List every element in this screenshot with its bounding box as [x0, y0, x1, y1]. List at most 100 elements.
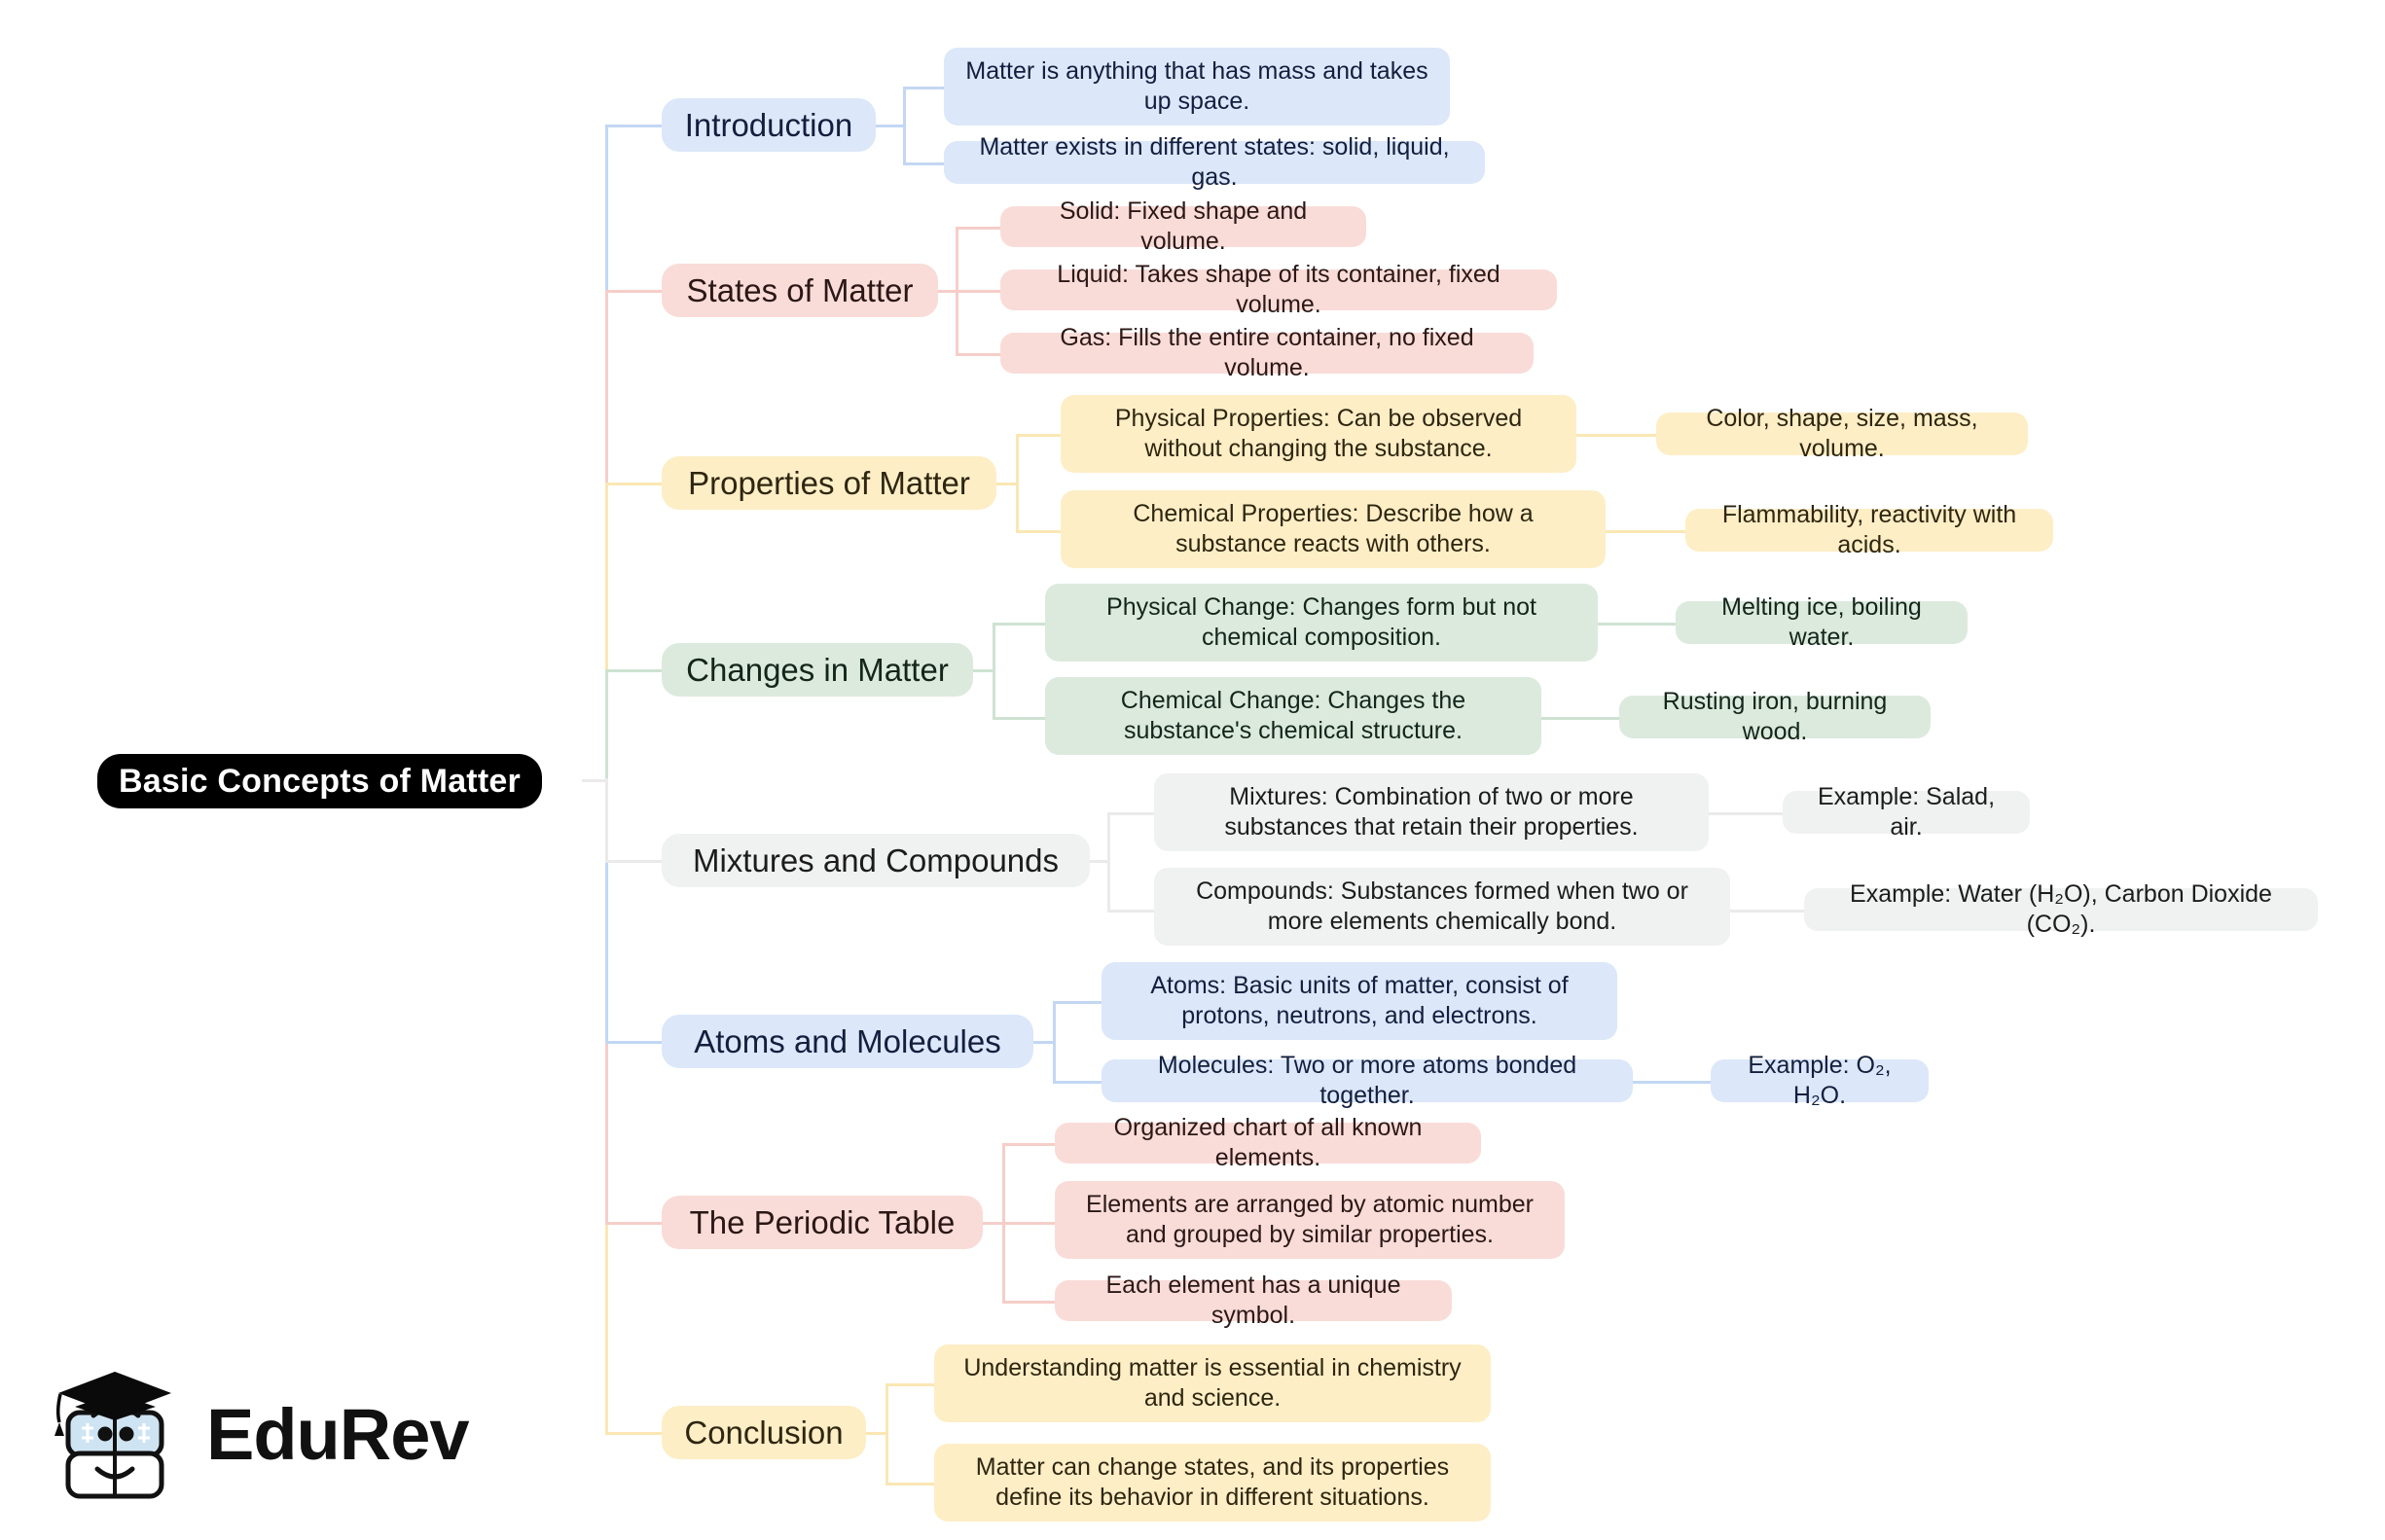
connector-to-changes	[605, 669, 664, 672]
leaf-node[interactable]: Understanding matter is essential in che…	[934, 1344, 1491, 1422]
connector-conclusion-child-2	[885, 1483, 936, 1486]
connector-atoms-out	[1031, 1041, 1055, 1044]
leaf-node[interactable]: Matter is anything that has mass and tak…	[944, 48, 1450, 125]
connector-root-stub	[582, 779, 607, 782]
leaf-label: Matter exists in different states: solid…	[979, 132, 1450, 191]
leaf-node[interactable]: Matter exists in different states: solid…	[944, 133, 1485, 191]
branch-node-introduction[interactable]: Introduction	[662, 98, 876, 152]
branch-node-atoms-and-molecules[interactable]: Atoms and Molecules	[662, 1015, 1033, 1068]
trunk-segment-periodic	[605, 1041, 608, 1224]
leaf-label: Solid: Fixed shape and volume.	[1059, 197, 1308, 255]
connector-periodic-child-3	[1002, 1301, 1057, 1304]
trunk-segment-introduction	[605, 125, 608, 292]
connector-props-gc-1	[1574, 434, 1658, 437]
trunk-segment-changes	[605, 669, 608, 780]
leaf-node[interactable]: Color, shape, size, mass, volume.	[1656, 405, 2028, 462]
connector-atoms-child-2	[1053, 1081, 1103, 1084]
leaf-node[interactable]: Solid: Fixed shape and volume.	[1000, 197, 1366, 255]
leaf-node[interactable]: Physical Properties: Can be observed wit…	[1061, 395, 1576, 473]
branch-node-mixtures-and-compounds[interactable]: Mixtures and Compounds	[662, 834, 1090, 887]
leaf-label: Atoms: Basic units of matter, consist of…	[1150, 971, 1569, 1029]
connector-atoms-child-1	[1053, 1001, 1103, 1004]
connector-atoms-spine	[1053, 1001, 1056, 1083]
connector-to-periodic	[605, 1222, 664, 1225]
leaf-node[interactable]: Physical Change: Changes form but not ch…	[1045, 584, 1598, 662]
connector-to-introduction	[605, 125, 664, 127]
connector-changes-gc-2	[1539, 717, 1621, 720]
leaf-node[interactable]: Flammability, reactivity with acids.	[1685, 501, 2053, 558]
connector-conclusion-spine	[885, 1383, 888, 1485]
connector-atoms-gc-1	[1631, 1081, 1713, 1084]
leaf-node[interactable]: Gas: Fills the entire container, no fixe…	[1000, 324, 1534, 381]
branch-label: Mixtures and Compounds	[692, 842, 1060, 878]
root-node[interactable]: Basic Concepts of Matter	[97, 754, 542, 808]
leaf-node[interactable]: Each element has a unique symbol.	[1055, 1271, 1452, 1329]
leaf-label: Chemical Properties: Describe how a subs…	[1133, 499, 1534, 557]
leaf-label: Each element has a unique symbol.	[1105, 1271, 1401, 1329]
leaf-node[interactable]: Mixtures: Combination of two or more sub…	[1154, 773, 1709, 851]
connector-conclusion-child-1	[885, 1383, 936, 1386]
leaf-label: Color, shape, size, mass, volume.	[1706, 404, 1978, 462]
leaf-label: Physical Properties: Can be observed wit…	[1114, 404, 1523, 462]
trunk-segment-properties	[605, 483, 608, 671]
leaf-node[interactable]: Organized chart of all known elements.	[1055, 1114, 1481, 1171]
branch-label: States of Matter	[686, 271, 914, 308]
leaf-node[interactable]: Example: Salad, air.	[1783, 783, 2030, 841]
connector-periodic-out	[981, 1222, 1004, 1225]
leaf-node[interactable]: Example: O₂, H₂O.	[1711, 1052, 1929, 1109]
branch-node-the-periodic-table[interactable]: The Periodic Table	[662, 1196, 983, 1249]
leaf-label: Rusting iron, burning wood.	[1662, 687, 1888, 745]
connector-props-child-1	[1016, 434, 1063, 437]
connector-states-child-3	[956, 353, 1002, 356]
leaf-node[interactable]: Atoms: Basic units of matter, consist of…	[1102, 962, 1617, 1040]
leaf-label: Compounds: Substances formed when two or…	[1196, 877, 1688, 935]
trunk-segment-atoms	[605, 860, 608, 1043]
connector-changes-gc-1	[1596, 623, 1678, 626]
branch-node-changes-in-matter[interactable]: Changes in Matter	[662, 643, 973, 697]
leaf-node[interactable]: Rusting iron, burning wood.	[1619, 688, 1931, 745]
leaf-node[interactable]: Elements are arranged by atomic number a…	[1055, 1181, 1565, 1259]
leaf-node[interactable]: Molecules: Two or more atoms bonded toge…	[1102, 1052, 1633, 1109]
connector-periodic-child-1	[1002, 1143, 1057, 1146]
leaf-label: Molecules: Two or more atoms bonded toge…	[1157, 1051, 1577, 1109]
leaf-label: Gas: Fills the entire container, no fixe…	[1060, 323, 1474, 381]
leaf-label: Flammability, reactivity with acids.	[1721, 500, 2017, 558]
connector-mix-child-2	[1107, 910, 1156, 913]
connector-intro-child-2	[903, 162, 946, 165]
leaf-label: Matter can change states, and its proper…	[975, 1452, 1450, 1511]
branch-node-states-of-matter[interactable]: States of Matter	[662, 264, 938, 317]
connector-mix-child-1	[1107, 812, 1156, 815]
connector-changes-spine	[993, 623, 995, 720]
leaf-label: Understanding matter is essential in che…	[963, 1353, 1462, 1412]
connector-props-spine	[1016, 434, 1019, 533]
leaf-label: Elements are arranged by atomic number a…	[1086, 1190, 1534, 1248]
branch-node-conclusion[interactable]: Conclusion	[662, 1406, 866, 1459]
branch-label: Introduction	[684, 106, 853, 143]
leaf-node[interactable]: Chemical Change: Changes the substance's…	[1045, 677, 1541, 755]
connector-to-atoms	[605, 1041, 664, 1044]
leaf-node[interactable]: Chemical Properties: Describe how a subs…	[1061, 490, 1606, 568]
leaf-node[interactable]: Matter can change states, and its proper…	[934, 1444, 1491, 1522]
branch-node-properties-of-matter[interactable]: Properties of Matter	[662, 456, 996, 510]
connector-mix-spine	[1107, 812, 1110, 912]
leaf-node[interactable]: Liquid: Takes shape of its container, fi…	[1000, 261, 1557, 318]
leaf-label: Melting ice, boiling water.	[1721, 592, 1922, 651]
leaf-label: Physical Change: Changes form but not ch…	[1106, 592, 1536, 651]
edurev-logo[interactable]: EduRev	[43, 1362, 471, 1508]
trunk-segment-states	[605, 290, 608, 484]
connector-intro-child-1	[903, 87, 946, 90]
leaf-node[interactable]: Melting ice, boiling water.	[1676, 593, 1968, 651]
branch-label: Properties of Matter	[688, 464, 970, 501]
graduation-cap-book-mascot-icon	[43, 1362, 189, 1508]
leaf-label: Organized chart of all known elements.	[1113, 1113, 1423, 1171]
leaf-node[interactable]: Example: Water (H₂O), Carbon Dioxide (CO…	[1804, 880, 2318, 938]
leaf-label: Chemical Change: Changes the substance's…	[1120, 686, 1466, 744]
connector-periodic-child-2	[1002, 1222, 1057, 1225]
connector-props-out	[994, 483, 1018, 485]
leaf-label: Mixtures: Combination of two or more sub…	[1224, 782, 1639, 841]
leaf-label: Matter is anything that has mass and tak…	[965, 56, 1428, 115]
connector-to-mixtures	[605, 860, 664, 863]
branch-label: Conclusion	[684, 1414, 844, 1450]
leaf-node[interactable]: Compounds: Substances formed when two or…	[1154, 868, 1730, 946]
